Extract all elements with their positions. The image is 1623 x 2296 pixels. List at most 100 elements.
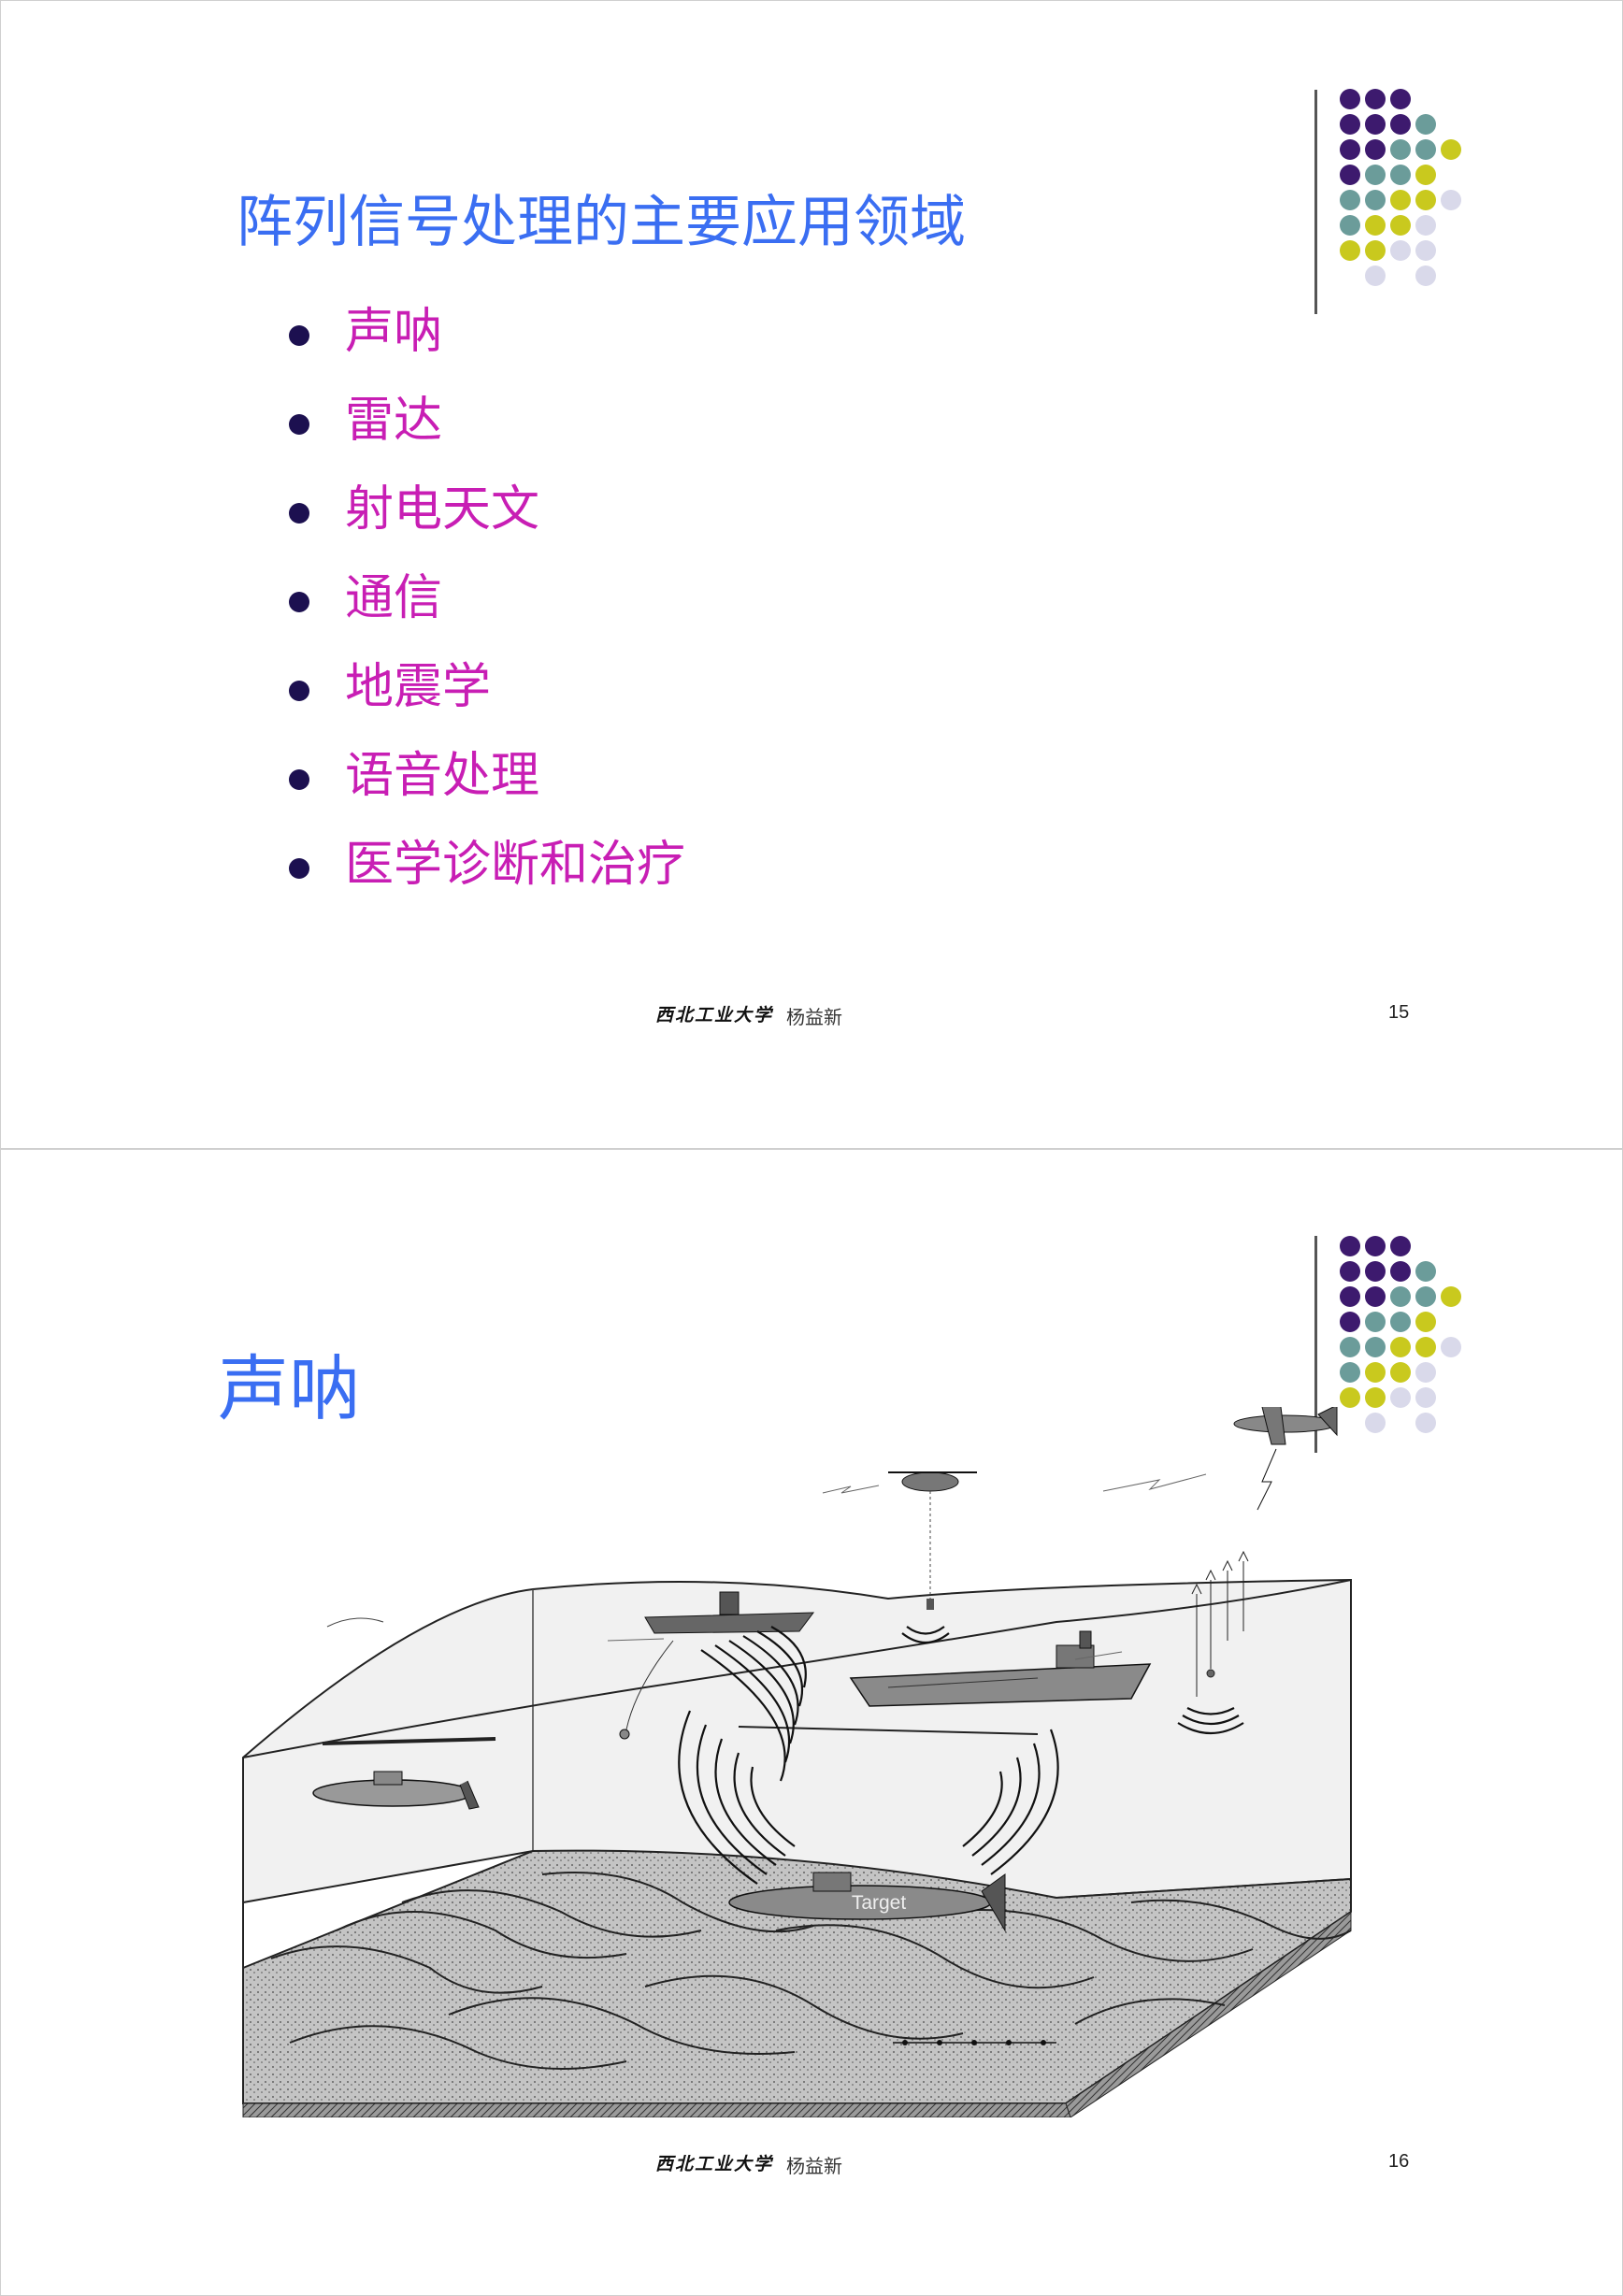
decor-dot xyxy=(1365,1261,1386,1282)
decor-dot xyxy=(1390,190,1411,210)
decor-divider-line xyxy=(1314,1236,1317,1453)
decor-dot xyxy=(1390,1337,1411,1357)
helicopter xyxy=(888,1471,977,1610)
list-item-label: 通信 xyxy=(345,570,443,626)
bullet-dot-icon xyxy=(289,769,309,790)
sonar-wavefronts xyxy=(678,1626,1244,1885)
decor-dot xyxy=(1415,114,1436,135)
list-item-label: 医学诊断和治疗 xyxy=(345,837,686,893)
decor-dot xyxy=(1390,1236,1411,1256)
sonar-scene-illustration: Target xyxy=(242,1407,1352,2117)
decor-dot xyxy=(1415,165,1436,185)
bullet-dot-icon xyxy=(289,414,309,435)
decor-dot xyxy=(1415,1362,1436,1383)
decor-dot xyxy=(1340,240,1360,261)
slide-title: 阵列信号处理的主要应用领域 xyxy=(237,190,966,255)
decor-dot xyxy=(1340,1337,1360,1357)
decor-divider-line xyxy=(1314,90,1317,314)
list-item: 通信 xyxy=(289,568,685,657)
university-logo: 西北工业大学 xyxy=(655,2154,774,2174)
target-label: Target xyxy=(852,1892,907,1914)
decor-dot xyxy=(1340,1236,1360,1256)
decor-dot xyxy=(1365,240,1386,261)
decor-dot xyxy=(1415,215,1436,236)
decor-dot xyxy=(1390,114,1411,135)
surface-ripples xyxy=(607,1473,1207,1660)
decor-dot xyxy=(1340,215,1360,236)
decor-dot xyxy=(1365,1362,1386,1383)
patrol-aircraft xyxy=(1233,1407,1338,1511)
seabed-terrain xyxy=(242,1849,1352,2117)
decor-dot xyxy=(1365,1337,1386,1357)
decor-dot xyxy=(1415,265,1436,286)
decor-dot xyxy=(1340,1387,1360,1408)
decor-dot xyxy=(1365,1312,1386,1332)
decor-dot xyxy=(1390,1286,1411,1307)
decor-dot xyxy=(1340,1362,1360,1383)
decor-dot xyxy=(1415,1387,1436,1408)
decor-dot xyxy=(1365,190,1386,210)
decor-dot xyxy=(1390,1312,1411,1332)
decor-dot xyxy=(1340,139,1360,160)
decor-dot xyxy=(1441,190,1461,210)
decor-dot xyxy=(1390,1261,1411,1282)
decor-dot xyxy=(1390,89,1411,109)
decor-dot xyxy=(1415,1337,1436,1357)
decor-dot xyxy=(1390,139,1411,160)
decor-dot xyxy=(1365,165,1386,185)
decor-dot xyxy=(1415,1413,1436,1433)
bullet-dot-icon xyxy=(289,858,309,879)
decor-dot xyxy=(1365,215,1386,236)
decor-dot xyxy=(1390,1362,1411,1383)
decor-dot xyxy=(1365,1387,1386,1408)
decor-dot xyxy=(1365,1236,1386,1256)
decor-dot xyxy=(1390,215,1411,236)
page-number: 16 xyxy=(1388,2151,1410,2172)
university-logo: 西北工业大学 xyxy=(655,1005,774,1026)
decor-dot xyxy=(1340,1286,1360,1307)
list-item: 语音处理 xyxy=(289,746,685,835)
destroyer-ship xyxy=(619,1591,815,1740)
decor-dot xyxy=(1390,1387,1411,1408)
decor-dot xyxy=(1415,1286,1436,1307)
application-list: 声呐 雷达 射电天文 通信 地震学 语音处理 医学诊断和治疗 xyxy=(289,302,685,924)
decor-dot xyxy=(1340,114,1360,135)
decor-dot xyxy=(1415,240,1436,261)
list-item: 射电天文 xyxy=(289,480,685,568)
decor-dot xyxy=(1340,190,1360,210)
decor-dot xyxy=(1365,265,1386,286)
slide-15: 阵列信号处理的主要应用领域 声呐 雷达 射电天文 通信 地震学 语音处理 医学诊… xyxy=(0,0,1623,1149)
list-item: 医学诊断和治疗 xyxy=(289,835,685,924)
decor-dot xyxy=(1365,114,1386,135)
decor-dot xyxy=(1340,1312,1360,1332)
decor-dot xyxy=(1365,1286,1386,1307)
bullet-dot-icon xyxy=(289,592,309,612)
decor-dot xyxy=(1441,1337,1461,1357)
sonobuoys xyxy=(1191,1550,1249,1697)
list-item-label: 雷达 xyxy=(345,393,443,449)
decor-dot xyxy=(1365,89,1386,109)
footer-author: 杨益新 xyxy=(786,2155,842,2177)
decor-dot xyxy=(1415,190,1436,210)
cargo-ship xyxy=(849,1630,1152,1707)
slide-title: 声呐 xyxy=(218,1347,360,1430)
decor-dot xyxy=(1390,165,1411,185)
list-item-label: 声呐 xyxy=(345,304,443,360)
page-number: 15 xyxy=(1388,1002,1410,1023)
decor-dot xyxy=(1340,1261,1360,1282)
decor-dot xyxy=(1415,139,1436,160)
list-item-label: 地震学 xyxy=(345,659,492,715)
list-item: 雷达 xyxy=(289,391,685,480)
footer-author: 杨益新 xyxy=(786,1006,842,1028)
bullet-dot-icon xyxy=(289,503,309,524)
friendly-submarine xyxy=(312,1771,480,1810)
bullet-dot-icon xyxy=(289,325,309,346)
decor-dot xyxy=(1441,139,1461,160)
list-item-label: 语音处理 xyxy=(345,748,540,804)
decor-dot xyxy=(1390,240,1411,261)
decor-dot xyxy=(1365,139,1386,160)
decor-dot xyxy=(1415,1261,1436,1282)
list-item: 地震学 xyxy=(289,657,685,746)
target-submarine: Target xyxy=(728,1872,1006,1932)
decor-dot xyxy=(1365,1413,1386,1433)
